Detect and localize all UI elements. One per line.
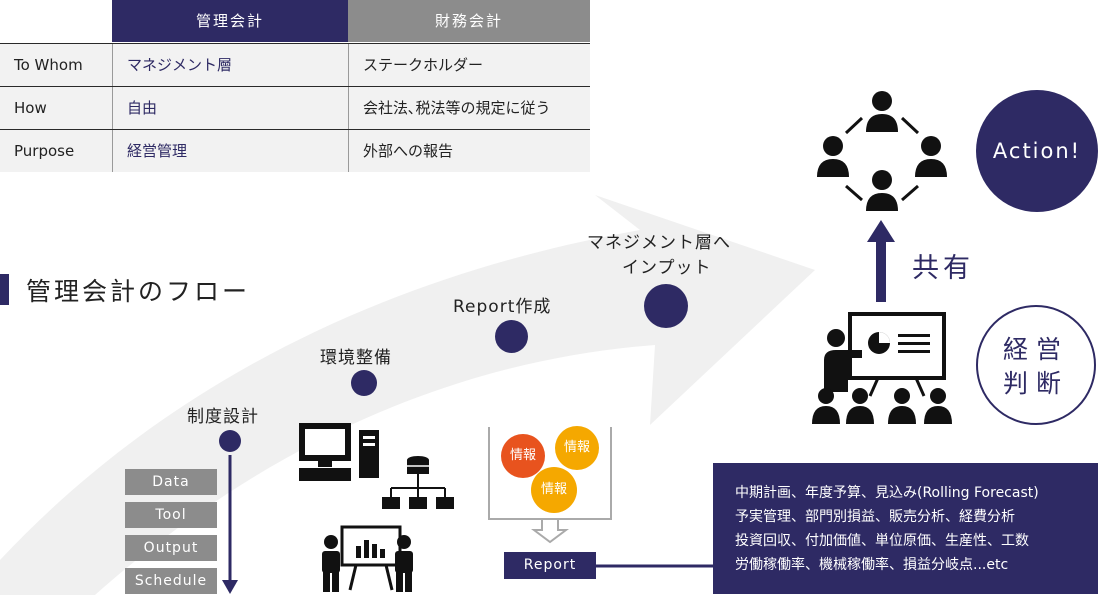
management-cell: 経営管理 xyxy=(112,130,348,172)
step-label-input-line1: マネジメント層へ xyxy=(587,233,731,253)
analysis-line: 投資回収、付加価値、単位原価、生産性、工数 xyxy=(735,533,1029,549)
info-bubble: 情報 xyxy=(501,434,545,478)
table-row: Purpose 経営管理 外部への報告 xyxy=(0,129,590,172)
table-header-blank xyxy=(0,0,112,42)
financial-cell: 外部への報告 xyxy=(348,130,590,172)
financial-cell: ステークホルダー xyxy=(348,44,590,86)
step-dot xyxy=(644,284,688,328)
management-cell: マネジメント層 xyxy=(112,44,348,86)
judgment-line: 判断 xyxy=(1002,369,1069,398)
management-cell: 自由 xyxy=(112,87,348,129)
action-circle: Action! xyxy=(976,90,1098,212)
judgment-line: 経営 xyxy=(1002,335,1069,364)
step-dot xyxy=(219,430,241,452)
flow-title: 管理会計のフロー xyxy=(26,277,251,306)
table-row: To Whom マネジメント層 ステークホルダー xyxy=(0,43,590,86)
step-label-design: 制度設計 xyxy=(187,407,259,427)
design-item: Tool xyxy=(125,502,217,528)
title-accent-bar xyxy=(0,274,9,305)
report-box: Report xyxy=(504,552,596,579)
design-item: Schedule xyxy=(125,568,217,594)
row-label: To Whom xyxy=(14,56,83,74)
analysis-line: 中期計画、年度予算、見込み(Rolling Forecast) xyxy=(735,485,1039,501)
financial-cell: 会社法､税法等の規定に従う xyxy=(348,87,590,129)
table-header-financial: 財務会計 xyxy=(348,0,590,42)
design-item: Data xyxy=(125,469,217,495)
design-item: Output xyxy=(125,535,217,561)
step-label-environment: 環境整備 xyxy=(320,348,392,368)
table-row: How 自由 会社法､税法等の規定に従う xyxy=(0,86,590,129)
management-judgment-circle: 経営 判断 xyxy=(976,305,1096,425)
step-dot xyxy=(495,320,528,353)
step-dot xyxy=(351,370,377,396)
row-label: How xyxy=(14,99,47,117)
step-label-report: Report作成 xyxy=(453,297,552,317)
analysis-line: 予実管理、部門別損益、販売分析、経費分析 xyxy=(735,509,1015,525)
step-label-input-line2: インプット xyxy=(622,258,712,278)
analysis-line: 労働稼働率、機械稼働率、損益分岐点...etc xyxy=(735,557,1009,573)
table-header-management: 管理会計 xyxy=(112,0,348,42)
info-bubble: 情報 xyxy=(531,467,577,513)
analysis-box: 中期計画、年度予算、見込み(Rolling Forecast) 予実管理、部門別… xyxy=(713,463,1098,594)
info-bubble: 情報 xyxy=(555,426,599,470)
table-header-row: 管理会計 財務会計 xyxy=(0,0,590,42)
row-label: Purpose xyxy=(14,142,75,160)
share-label: 共有 xyxy=(912,253,974,284)
